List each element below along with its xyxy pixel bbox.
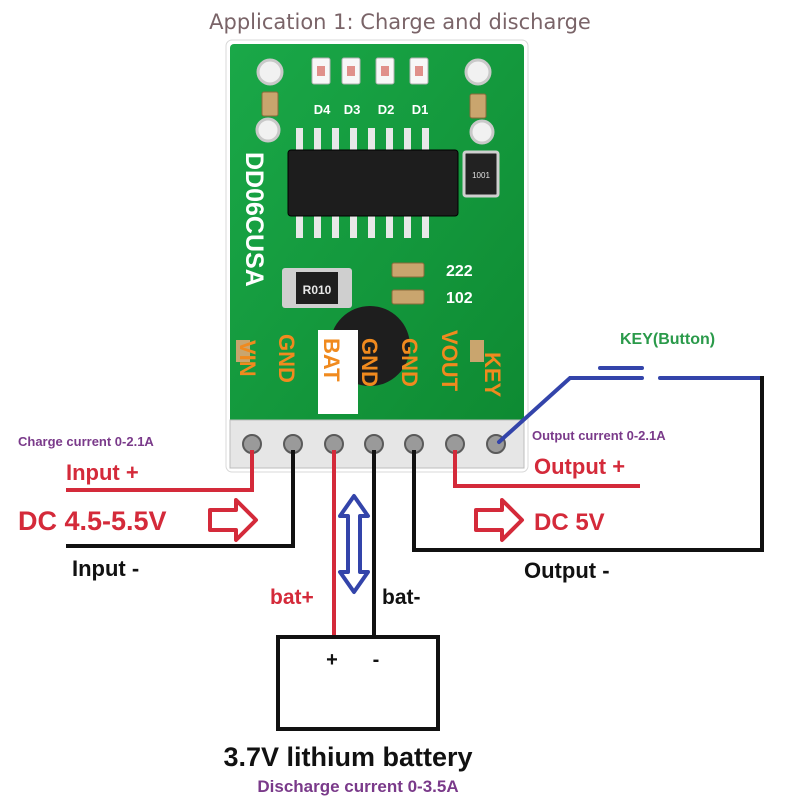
mounting-hole — [464, 58, 492, 86]
led-label-d1: D1 — [412, 102, 429, 117]
output-minus-wire — [412, 376, 764, 552]
pin-label-key: KEY — [480, 352, 505, 398]
diagram-title: Application 1: Charge and discharge — [209, 10, 591, 34]
input-plus-wire — [66, 450, 254, 492]
output-minus-label: Output - — [524, 558, 610, 583]
pcb-board: D4 D3 D2 D1 1001 DD06CUSA — [225, 39, 529, 473]
led-label-d4: D4 — [314, 102, 331, 117]
input-minus-label: Input - — [72, 556, 139, 581]
output-plus-label: Output + — [534, 454, 625, 479]
capacitor-102 — [391, 289, 425, 305]
pcb-green-area — [230, 44, 524, 424]
input-minus-wire — [66, 450, 295, 548]
battery-outline — [276, 635, 440, 731]
output-plus-wire — [453, 450, 640, 488]
led-row — [311, 57, 429, 85]
key-button-label: KEY(Button) — [620, 331, 715, 348]
key-button-wiring — [497, 366, 762, 444]
pin-label-bat: BAT — [319, 338, 344, 382]
battery-label: 3.7V lithium battery — [223, 742, 472, 772]
mounting-hole — [469, 119, 495, 145]
capacitor-222 — [391, 262, 425, 278]
negative-wires — [66, 376, 764, 644]
pin-label-gnd-3: GND — [397, 338, 422, 387]
key-wire — [497, 376, 644, 444]
input-plus-label: Input + — [66, 460, 139, 485]
ic-chip — [287, 128, 459, 238]
sense-resistor-label: R010 — [303, 283, 332, 297]
cap-label-102: 102 — [446, 290, 473, 307]
positive-wires — [66, 450, 640, 644]
battery-plus-terminal: + — [326, 649, 338, 671]
mounting-hole — [255, 117, 281, 143]
output-current-label: Output current 0-2.1A — [532, 428, 666, 443]
small-resistor — [462, 150, 500, 198]
battery-minus-terminal: - — [373, 649, 380, 671]
pin-label-vout: VOUT — [437, 330, 462, 392]
bat-minus-label: bat- — [382, 586, 421, 609]
pin-label-gnd-2: GND — [357, 338, 382, 387]
output-arrow-icon — [474, 498, 524, 542]
input-arrow-icon — [208, 498, 258, 542]
dc-input-label: DC 4.5-5.5V — [18, 506, 167, 536]
bidirectional-arrow-icon — [338, 494, 370, 594]
cap-label-222: 222 — [446, 263, 473, 280]
charge-current-label: Charge current 0-2.1A — [18, 434, 154, 449]
discharge-current-label: Discharge current 0-3.5A — [257, 777, 458, 796]
ic-body — [287, 149, 459, 217]
board-model-label: DD06CUSA — [240, 152, 268, 287]
led-label-d3: D3 — [344, 102, 361, 117]
mounting-hole — [256, 58, 284, 86]
small-resistor-label: 1001 — [472, 171, 490, 180]
dc-output-label: DC 5V — [534, 509, 605, 536]
pin-label-vin: VIN — [235, 340, 260, 377]
led-label-d2: D2 — [378, 102, 395, 117]
capacitor — [469, 93, 487, 119]
pin-label-gnd-1: GND — [274, 334, 299, 383]
capacitor — [261, 91, 279, 117]
bat-label-backing — [318, 330, 358, 414]
bat-plus-label: bat+ — [270, 586, 314, 609]
